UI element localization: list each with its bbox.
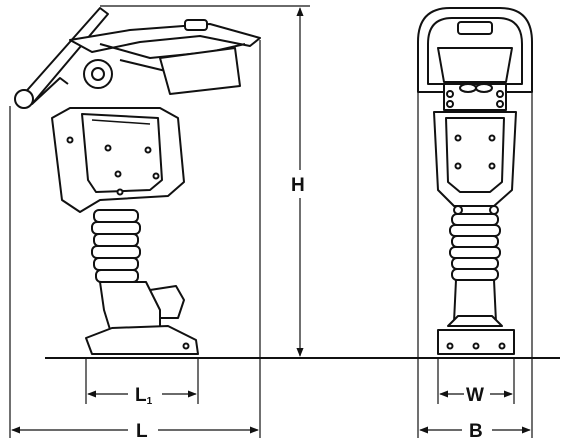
front-foot-plate <box>437 329 515 355</box>
base-width-label: B <box>469 421 483 440</box>
side-view <box>14 7 261 355</box>
front-bellows <box>449 213 501 281</box>
handle-bar <box>21 7 109 105</box>
handle-frame <box>69 23 261 53</box>
handle-grip <box>14 89 34 109</box>
front-view <box>417 7 533 355</box>
height-label: H <box>291 175 305 196</box>
shoe-length-label: L1 <box>135 385 153 407</box>
leg-handle <box>149 285 185 319</box>
bellows <box>91 209 141 283</box>
shoe-width-label: W <box>466 385 484 406</box>
engine-cover <box>159 47 241 95</box>
side-foot-plate <box>85 325 199 355</box>
length-label: L <box>136 421 148 440</box>
dimension-lines <box>9 5 533 438</box>
